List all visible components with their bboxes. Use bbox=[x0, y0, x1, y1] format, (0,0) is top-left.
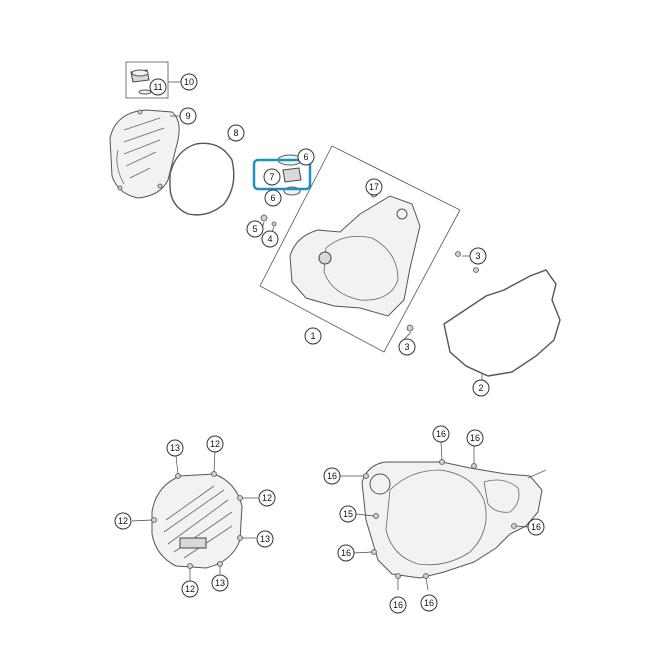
callout-label: 16 bbox=[470, 433, 480, 443]
callout-label: 16 bbox=[341, 548, 351, 558]
inner-cover-body bbox=[289, 195, 421, 317]
callout-16-left-bottom: 16 bbox=[337, 544, 355, 562]
callout-16-top-a: 16 bbox=[432, 425, 450, 443]
callout-label: 2 bbox=[478, 383, 483, 393]
callout-12-bottom: 12 bbox=[181, 580, 199, 598]
highlight-box bbox=[252, 158, 312, 191]
callout-12-right: 12 bbox=[258, 489, 276, 507]
callout-label: 12 bbox=[185, 584, 195, 594]
callouts: 10 11 9 8 6 7 6 17 5 4 3 1 3 2 13 12 12 … bbox=[114, 73, 545, 614]
gasket-ring bbox=[169, 142, 235, 216]
screw-5 bbox=[260, 214, 268, 222]
callout-label: 15 bbox=[343, 509, 353, 519]
callout-9: 9 bbox=[179, 107, 197, 125]
callout-16-bottom-a: 16 bbox=[389, 596, 407, 614]
inner-clutch-cover bbox=[289, 187, 421, 332]
cover-bottom-ribs bbox=[163, 485, 233, 559]
callout-13-bottom: 13 bbox=[211, 574, 229, 592]
callout-7: 7 bbox=[263, 168, 281, 186]
bolt-3-lower bbox=[406, 324, 414, 332]
outer-clutch-cover-bottom bbox=[131, 451, 258, 580]
callout-label: 10 bbox=[184, 77, 194, 87]
clutch-cover-gasket bbox=[169, 135, 235, 216]
crankcase-body bbox=[361, 461, 543, 579]
callout-15: 15 bbox=[339, 505, 357, 523]
callout-label: 9 bbox=[185, 111, 190, 121]
crankcase-half bbox=[340, 441, 547, 591]
callout-label: 13 bbox=[170, 443, 180, 453]
o-ring-small bbox=[138, 89, 152, 95]
callout-11: 11 bbox=[149, 78, 167, 96]
callout-label: 12 bbox=[118, 516, 128, 526]
callout-17: 17 bbox=[365, 178, 383, 196]
part-frame-1 bbox=[259, 145, 461, 353]
callout-13-right: 13 bbox=[256, 530, 274, 548]
callout-label: 12 bbox=[210, 439, 220, 449]
callout-16-right: 16 bbox=[527, 518, 545, 536]
callout-4: 4 bbox=[261, 230, 279, 248]
callout-6-bottom: 6 bbox=[264, 189, 282, 207]
cover-body bbox=[109, 109, 180, 199]
callout-label: 17 bbox=[369, 182, 379, 192]
filler-plug-group bbox=[125, 61, 181, 99]
callout-label: 16 bbox=[327, 471, 337, 481]
callout-1: 1 bbox=[304, 327, 322, 345]
callout-16-left-top: 16 bbox=[323, 467, 341, 485]
callout-12-left: 12 bbox=[114, 512, 132, 530]
clutch-gasket-2 bbox=[443, 269, 561, 380]
callout-label: 7 bbox=[269, 172, 274, 182]
callout-10: 10 bbox=[180, 73, 198, 91]
cover-bottom-body bbox=[151, 473, 243, 569]
callout-12-top: 12 bbox=[206, 435, 224, 453]
callout-16-bottom-b: 16 bbox=[420, 594, 438, 612]
callout-label: 3 bbox=[404, 342, 409, 352]
cover-logo-plate bbox=[179, 537, 207, 549]
callout-16-top-b: 16 bbox=[466, 429, 484, 447]
callout-label: 8 bbox=[233, 128, 238, 138]
callout-8: 8 bbox=[227, 124, 245, 142]
callout-label: 6 bbox=[270, 193, 275, 203]
callout-5: 5 bbox=[246, 220, 264, 238]
callout-2: 2 bbox=[472, 379, 490, 397]
callout-label: 16 bbox=[393, 600, 403, 610]
callout-label: 16 bbox=[424, 598, 434, 608]
callout-label: 4 bbox=[267, 234, 272, 244]
cover-ribs bbox=[123, 117, 165, 179]
filler-plug-cap bbox=[131, 69, 149, 77]
callout-label: 1 bbox=[310, 331, 315, 341]
callout-3-bottom: 3 bbox=[398, 338, 416, 356]
callout-label: 16 bbox=[531, 522, 541, 532]
screw-4 bbox=[271, 221, 277, 227]
crankcase-opening bbox=[385, 469, 487, 566]
callout-label: 3 bbox=[475, 251, 480, 261]
part-frame-10 bbox=[125, 61, 169, 99]
callout-3-top: 3 bbox=[469, 247, 487, 265]
callout-label: 11 bbox=[153, 82, 162, 92]
inner-cover-opening bbox=[323, 235, 399, 301]
plug-7 bbox=[282, 167, 302, 183]
callout-label: 16 bbox=[436, 429, 446, 439]
crankcase-bearing bbox=[369, 473, 391, 495]
callout-label: 12 bbox=[262, 493, 272, 503]
callout-label: 13 bbox=[260, 534, 270, 544]
callout-13-top: 13 bbox=[166, 439, 184, 457]
callout-label: 13 bbox=[215, 578, 225, 588]
callout-label: 6 bbox=[303, 152, 308, 162]
callout-6-top: 6 bbox=[297, 148, 315, 166]
gasket-outline bbox=[443, 269, 561, 377]
callout-label: 5 bbox=[252, 224, 257, 234]
outer-clutch-cover-top bbox=[109, 109, 181, 199]
